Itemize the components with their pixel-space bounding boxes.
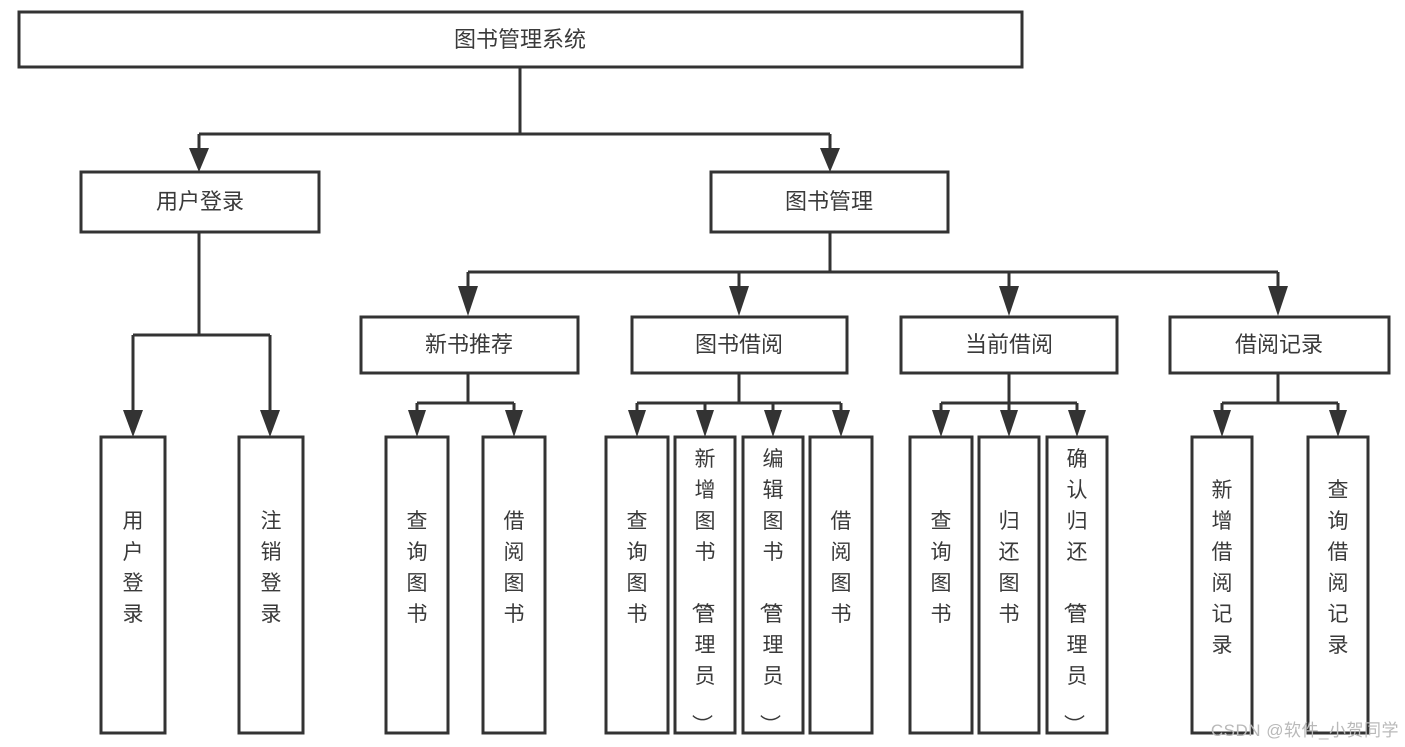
node-user-login[interactable]: 用户登录 bbox=[79, 170, 321, 234]
leaf-node-add-record[interactable]: 新增借阅记录 bbox=[1190, 435, 1254, 735]
node-user-login-label: 用户登录 bbox=[156, 189, 244, 214]
leaf-query-record-label: 查询借阅记录 bbox=[1328, 479, 1349, 657]
leaf-node-query-record[interactable]: 查询借阅记录 bbox=[1306, 435, 1370, 735]
leaf-return-book-box[interactable] bbox=[977, 435, 1041, 735]
leaf-borrow-book-1-label: 借阅图书 bbox=[504, 510, 525, 626]
arrowhead-leaf-add-record bbox=[1213, 410, 1231, 437]
leaf-node-user-login[interactable]: 用户登录 bbox=[99, 435, 167, 735]
leaf-node-return-book[interactable]: 归还图书 bbox=[977, 435, 1041, 735]
leaf-query-book-1-box[interactable] bbox=[384, 435, 450, 735]
node-borrow-record-label: 借阅记录 bbox=[1235, 332, 1323, 357]
node-root-label: 图书管理系统 bbox=[454, 27, 586, 52]
leaf-node-query-book-1[interactable]: 查询图书 bbox=[384, 435, 450, 735]
leaf-node-logout[interactable]: 注销登录 bbox=[237, 435, 305, 735]
arrowhead-new-book-recommend bbox=[458, 286, 478, 316]
leaf-return-book-label: 归还图书 bbox=[999, 510, 1020, 626]
node-new-book-recommend-box[interactable] bbox=[359, 315, 580, 375]
leaf-add-book-box[interactable] bbox=[673, 435, 737, 735]
arrowhead-leaf-borrow-book-2 bbox=[832, 410, 850, 437]
node-root[interactable]: 图书管理系统 bbox=[17, 10, 1024, 69]
leaf-edit-book-label: 编辑图书（管理员） bbox=[758, 448, 784, 735]
node-new-book-recommend[interactable]: 新书推荐 bbox=[359, 315, 580, 375]
leaf-node-add-book[interactable]: 新增图书（管理员） bbox=[673, 435, 737, 735]
leaf-node-query-book-3[interactable]: 查询图书 bbox=[908, 435, 974, 735]
arrowhead-leaf-user-login bbox=[123, 410, 143, 437]
arrowhead-leaf-query-book-1 bbox=[408, 410, 426, 437]
arrowhead-user-login bbox=[189, 148, 209, 172]
leaf-query-book-2-label: 查询图书 bbox=[627, 510, 648, 626]
leaf-user-login-box[interactable] bbox=[99, 435, 167, 735]
node-book-manage-label: 图书管理 bbox=[785, 189, 873, 214]
node-borrow-record-box[interactable] bbox=[1168, 315, 1391, 375]
leaf-confirm-return-label: 确认归还（管理员） bbox=[1062, 448, 1088, 735]
node-current-borrow-box[interactable] bbox=[899, 315, 1119, 375]
node-new-book-recommend-label: 新书推荐 bbox=[425, 332, 513, 357]
leaf-node-borrow-book-2[interactable]: 借阅图书 bbox=[808, 435, 874, 735]
node-book-borrow-label: 图书借阅 bbox=[695, 332, 783, 357]
node-book-manage[interactable]: 图书管理 bbox=[709, 170, 950, 234]
arrowhead-borrow-record bbox=[1268, 286, 1288, 316]
leaf-confirm-return-box[interactable] bbox=[1045, 435, 1109, 735]
leaf-query-book-1-label: 查询图书 bbox=[407, 510, 428, 626]
leaf-node-query-book-2[interactable]: 查询图书 bbox=[604, 435, 670, 735]
node-book-borrow-box[interactable] bbox=[630, 315, 849, 375]
node-book-borrow[interactable]: 图书借阅 bbox=[630, 315, 849, 375]
connector-layer bbox=[123, 67, 1347, 437]
leaf-borrow-book-2-box[interactable] bbox=[808, 435, 874, 735]
arrowhead-leaf-query-book-3 bbox=[932, 410, 950, 437]
leaf-logout-label: 注销登录 bbox=[261, 510, 282, 626]
leaf-node-edit-book[interactable]: 编辑图书（管理员） bbox=[741, 435, 805, 735]
leaf-query-book-3-box[interactable] bbox=[908, 435, 974, 735]
arrowhead-leaf-add-book bbox=[696, 410, 714, 437]
node-borrow-record[interactable]: 借阅记录 bbox=[1168, 315, 1391, 375]
leaf-logout-box[interactable] bbox=[237, 435, 305, 735]
arrowhead-leaf-return-book bbox=[1000, 410, 1018, 437]
leaf-node-confirm-return[interactable]: 确认归还（管理员） bbox=[1045, 435, 1109, 735]
leaf-borrow-book-1-box[interactable] bbox=[481, 435, 547, 735]
arrowhead-book-borrow bbox=[729, 286, 749, 316]
node-current-borrow[interactable]: 当前借阅 bbox=[899, 315, 1119, 375]
leaf-add-record-label: 新增借阅记录 bbox=[1212, 479, 1233, 657]
csdn-watermark: CSDN @软件_小贺同学 bbox=[1210, 721, 1399, 740]
node-book-manage-box[interactable] bbox=[709, 170, 950, 234]
leaf-add-record-box[interactable] bbox=[1190, 435, 1254, 735]
leaf-borrow-book-2-label: 借阅图书 bbox=[831, 510, 852, 626]
leaf-node-borrow-book-1[interactable]: 借阅图书 bbox=[481, 435, 547, 735]
leaf-query-book-3-label: 查询图书 bbox=[931, 510, 952, 626]
node-root-box[interactable] bbox=[17, 10, 1024, 69]
leaf-query-book-2-box[interactable] bbox=[604, 435, 670, 735]
arrowhead-leaf-borrow-book-1 bbox=[505, 410, 523, 437]
leaf-query-record-box[interactable] bbox=[1306, 435, 1370, 735]
node-current-borrow-label: 当前借阅 bbox=[965, 332, 1053, 357]
arrowhead-current-borrow bbox=[999, 286, 1019, 316]
arrowhead-leaf-confirm-return bbox=[1068, 410, 1086, 437]
leaf-add-book-label: 新增图书（管理员） bbox=[690, 448, 716, 735]
arrowhead-leaf-edit-book bbox=[764, 410, 782, 437]
arrowhead-leaf-query-book-2 bbox=[628, 410, 646, 437]
arrowhead-book-manage bbox=[820, 148, 840, 172]
arrowhead-leaf-query-record bbox=[1329, 410, 1347, 437]
leaf-edit-book-box[interactable] bbox=[741, 435, 805, 735]
node-user-login-box[interactable] bbox=[79, 170, 321, 234]
leaf-user-login-label: 用户登录 bbox=[123, 510, 144, 626]
arrowhead-leaf-logout bbox=[260, 410, 280, 437]
